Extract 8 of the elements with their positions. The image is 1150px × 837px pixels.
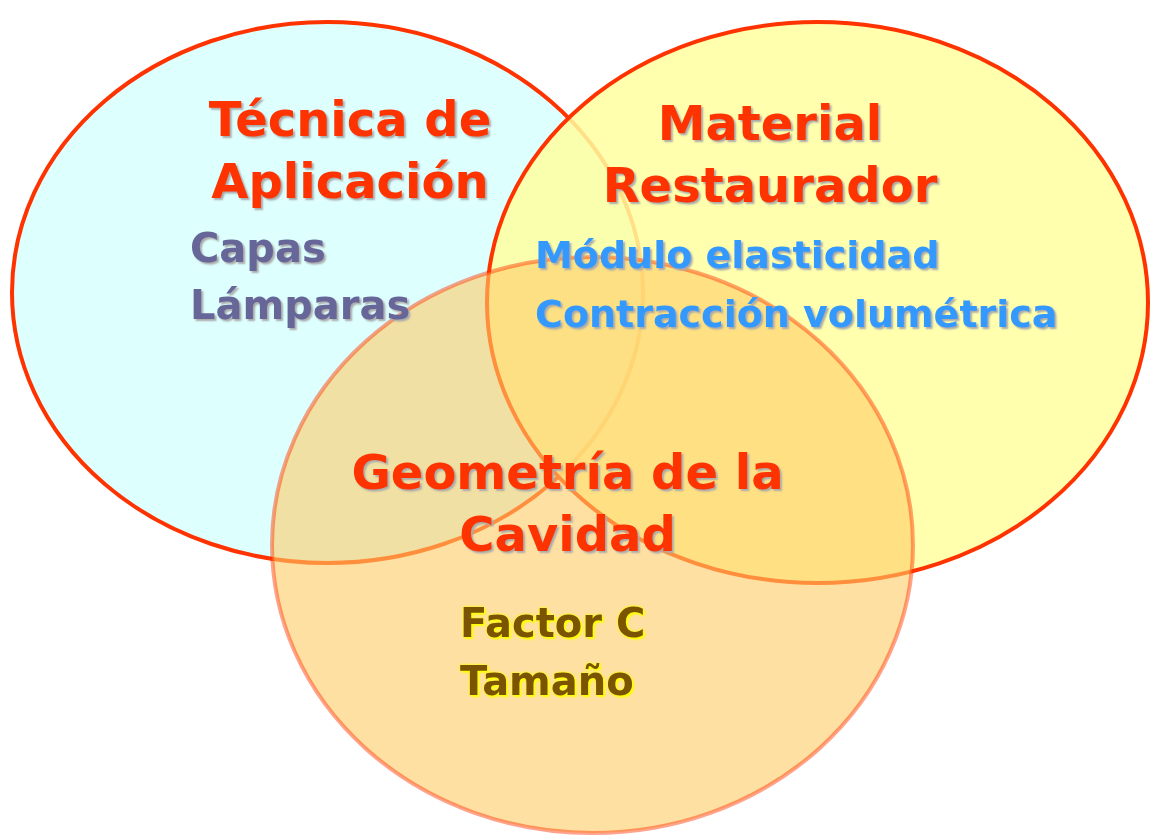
set-title: Material Restaurador <box>601 94 939 215</box>
set-item: Módulo elasticidad <box>535 233 940 277</box>
set-title: Técnica de Aplicación <box>207 90 493 211</box>
set-item: Tamaño <box>460 658 634 704</box>
set-item: Capas <box>190 225 326 271</box>
set-item: Lámparas <box>190 282 411 328</box>
set-item: Contracción volumétrica <box>535 292 1058 336</box>
set-item: Factor C <box>460 600 646 646</box>
